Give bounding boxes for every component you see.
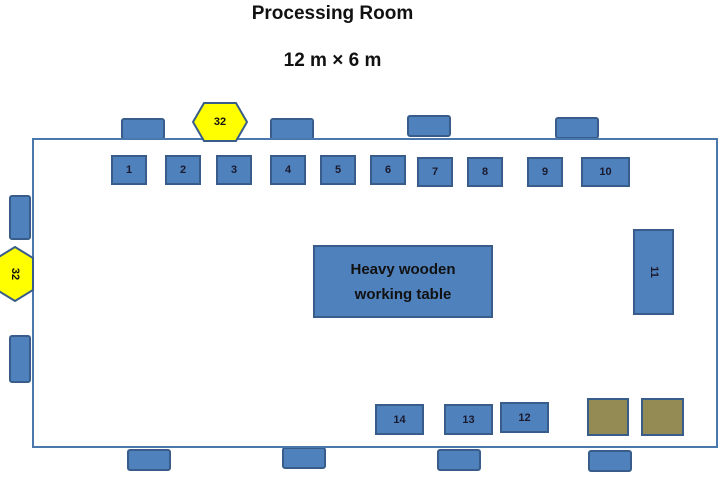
unit-8: 8 bbox=[467, 157, 503, 187]
unit-3: 3 bbox=[216, 155, 252, 185]
window-top-4 bbox=[555, 117, 599, 139]
unit-7: 7 bbox=[417, 157, 453, 187]
unit-10: 10 bbox=[581, 157, 630, 187]
table-label-line1: Heavy wooden bbox=[350, 260, 456, 278]
window-bottom-3 bbox=[437, 449, 481, 471]
window-bottom-1 bbox=[127, 449, 171, 471]
unit-5: 5 bbox=[320, 155, 356, 185]
unit-11: 11 bbox=[633, 229, 674, 315]
hex-marker-top: 32 bbox=[192, 102, 248, 142]
olive-unit-2 bbox=[641, 398, 684, 436]
table-label-line2: working table bbox=[354, 285, 452, 303]
hex-marker-left-label: 32 bbox=[9, 267, 21, 281]
unit-13: 13 bbox=[444, 404, 493, 435]
unit-12: 12 bbox=[500, 402, 549, 433]
unit-9: 9 bbox=[527, 157, 563, 187]
window-left-1 bbox=[9, 195, 31, 240]
unit-11-label: 11 bbox=[647, 266, 660, 278]
hex-marker-left: 32 bbox=[0, 246, 34, 302]
unit-6: 6 bbox=[370, 155, 406, 185]
olive-unit-1 bbox=[587, 398, 629, 436]
unit-1: 1 bbox=[111, 155, 147, 185]
room-dimensions: 12 m × 6 m bbox=[283, 50, 382, 71]
window-bottom-2 bbox=[282, 447, 326, 469]
window-top-1 bbox=[121, 118, 165, 140]
unit-14: 14 bbox=[375, 404, 424, 435]
window-left-2 bbox=[9, 335, 31, 383]
window-top-3 bbox=[407, 115, 451, 137]
window-top-2 bbox=[270, 118, 314, 140]
hex-marker-top-label: 32 bbox=[213, 116, 227, 128]
unit-4: 4 bbox=[270, 155, 306, 185]
unit-2: 2 bbox=[165, 155, 201, 185]
page-title: Processing Room bbox=[251, 3, 414, 24]
heavy-wooden-working-table: Heavy wooden working table bbox=[313, 245, 493, 318]
window-bottom-4 bbox=[588, 450, 632, 472]
